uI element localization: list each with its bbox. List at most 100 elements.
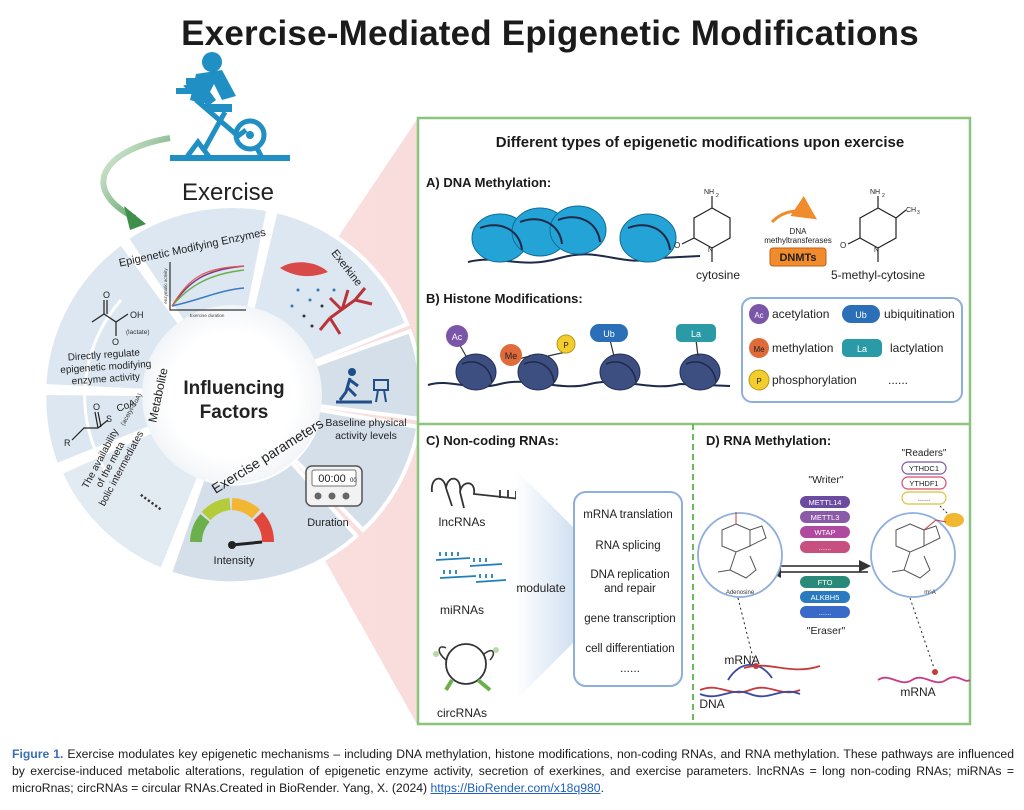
figure-caption: Figure 1. Exercise modulates key epigene… — [12, 746, 1014, 797]
svg-text:S: S — [106, 414, 112, 424]
baseline-text-line1: Baseline physical — [325, 417, 406, 429]
legend-phosphorylation: phosphorylation — [772, 373, 857, 387]
function-ellipsis: ...... — [620, 661, 640, 675]
panel-header: Different types of epigenetic modificati… — [496, 134, 904, 151]
writer-label: "Writer" — [808, 474, 844, 486]
svg-text:Ac: Ac — [452, 332, 463, 342]
caption-text: Exercise modulates key epigenetic mechan… — [12, 747, 1014, 795]
svg-text:O: O — [93, 402, 100, 412]
dnmt-arrow — [770, 196, 817, 224]
histone-mark-ub — [590, 324, 628, 342]
function-and-repair: and repair — [604, 583, 656, 595]
modulate-arrow — [516, 470, 576, 700]
reader-protein — [944, 513, 964, 527]
eraser-alkbh5: ALKBH5 — [811, 593, 840, 602]
svg-text:O: O — [674, 241, 680, 250]
svg-text:N: N — [708, 247, 713, 254]
adenosine-label: Adenosine — [726, 590, 755, 596]
function-gene-transcription: gene transcription — [584, 613, 675, 625]
caption-figure-label: Figure 1. — [12, 747, 64, 761]
lactate-structure: O O OH (lactate) — [91, 290, 149, 347]
readers-label: "Readers" — [902, 448, 947, 459]
exerkine-icon — [280, 262, 373, 335]
writer-mettl3: METTL3 — [811, 513, 840, 522]
dna-label-left: DNA — [699, 697, 724, 711]
svg-text:Ub: Ub — [855, 310, 867, 320]
intensity-gauge-icon — [190, 498, 275, 549]
cytosine-label: cytosine — [696, 268, 740, 282]
center-label-line1: Influencing — [183, 378, 284, 399]
exercise-arrow-head — [124, 206, 146, 230]
dna-methylation-title: A) DNA Methylation: — [426, 175, 551, 190]
function-rna-splicing: RNA splicing — [595, 540, 660, 552]
center-label-line2: Factors — [200, 402, 269, 423]
legend-lactylation: lactylation — [890, 341, 943, 355]
svg-text:Ac: Ac — [754, 311, 763, 320]
svg-text:R: R — [64, 438, 71, 448]
svg-text:2: 2 — [716, 193, 719, 199]
svg-text:DNMTs: DNMTs — [779, 252, 816, 264]
adenosine-structure — [717, 512, 767, 579]
svg-text:enzymatic activity: enzymatic activity — [163, 268, 168, 304]
mirna-label: miRNAs — [440, 603, 484, 617]
methyl-cytosine-label: 5-methyl-cytosine — [831, 268, 925, 282]
enzyme-activity-chart: Exercise duration enzymatic activity — [163, 262, 246, 318]
center-disc — [142, 305, 322, 485]
svg-text:La: La — [857, 344, 867, 354]
dna-nucleosomes — [467, 205, 701, 264]
writer-mettl14: METTL14 — [809, 498, 842, 507]
svg-text:Exercise duration: Exercise duration — [190, 313, 225, 318]
writer-wtap: WTAP — [814, 528, 835, 537]
histone-nucleosomes — [427, 339, 731, 391]
exercise-arrow — [100, 135, 171, 221]
circrna-label: circRNAs — [437, 706, 487, 720]
biorender-link[interactable]: https://BioRender.com/x18q980 — [430, 781, 601, 795]
eraser-ellipsis: ...... — [819, 608, 832, 617]
svg-text:O: O — [840, 241, 846, 250]
svg-text:P: P — [756, 377, 761, 386]
circrna-icon — [433, 643, 499, 692]
dnmts-badge — [769, 247, 827, 267]
exercise-bike-icon — [170, 52, 290, 161]
svg-text:00: 00 — [350, 478, 357, 484]
exercise-label: Exercise — [182, 179, 274, 206]
rna-methylation-title: D) RNA Methylation: — [706, 433, 831, 448]
caption-end: . — [600, 781, 604, 795]
reader-ythdc1: YTHDC1 — [909, 464, 939, 473]
svg-text:O: O — [112, 337, 119, 347]
m6a-circle — [870, 512, 956, 598]
legend-ubiquitination: ubiquitination — [884, 307, 955, 321]
mrna-label-right: mRNA — [900, 685, 935, 699]
svg-text:CH: CH — [906, 207, 916, 214]
intensity-label: Intensity — [214, 555, 255, 567]
page-title: Exercise-Mediated Epigenetic Modificatio… — [181, 14, 919, 53]
legend-ellipsis: ...... — [888, 373, 908, 387]
timer-icon: 00:00 00 — [305, 465, 363, 507]
cytosine-structure — [681, 196, 731, 262]
histone-mark-la — [676, 324, 716, 342]
function-dna-replication: DNA replication — [590, 569, 669, 581]
histone-mark-me — [500, 344, 522, 366]
histone-title: B) Histone Modifications: — [426, 291, 583, 306]
mrna-strand-right — [877, 676, 971, 684]
legend-methylation: methylation — [772, 341, 833, 355]
svg-text:2: 2 — [882, 193, 885, 199]
svg-text:Ub: Ub — [603, 329, 615, 339]
eraser-label: "Eraser" — [807, 625, 846, 637]
svg-text:Me: Me — [753, 345, 765, 354]
metabolite-text1-line3: enzyme activity — [71, 372, 140, 388]
modulate-label: modulate — [516, 581, 566, 595]
timer-display: 00:00 — [318, 473, 346, 485]
metabolite-text1-line1: Directly regulate — [67, 347, 140, 363]
legend-acetylation: acetylation — [772, 307, 829, 321]
svg-text:La: La — [691, 329, 701, 339]
svg-text:P: P — [563, 341, 568, 350]
reader-ythdf1: YTHDF1 — [909, 479, 938, 488]
mrna-label-left: mRNA — [724, 653, 759, 667]
lncrna-label: lncRNAs — [439, 515, 486, 529]
mirna-icon — [435, 552, 507, 583]
writer-ellipsis: ...... — [819, 543, 832, 552]
svg-text:N: N — [874, 247, 879, 254]
svg-text:(lactate): (lactate) — [126, 329, 149, 336]
eraser-fto: FTO — [818, 578, 833, 587]
